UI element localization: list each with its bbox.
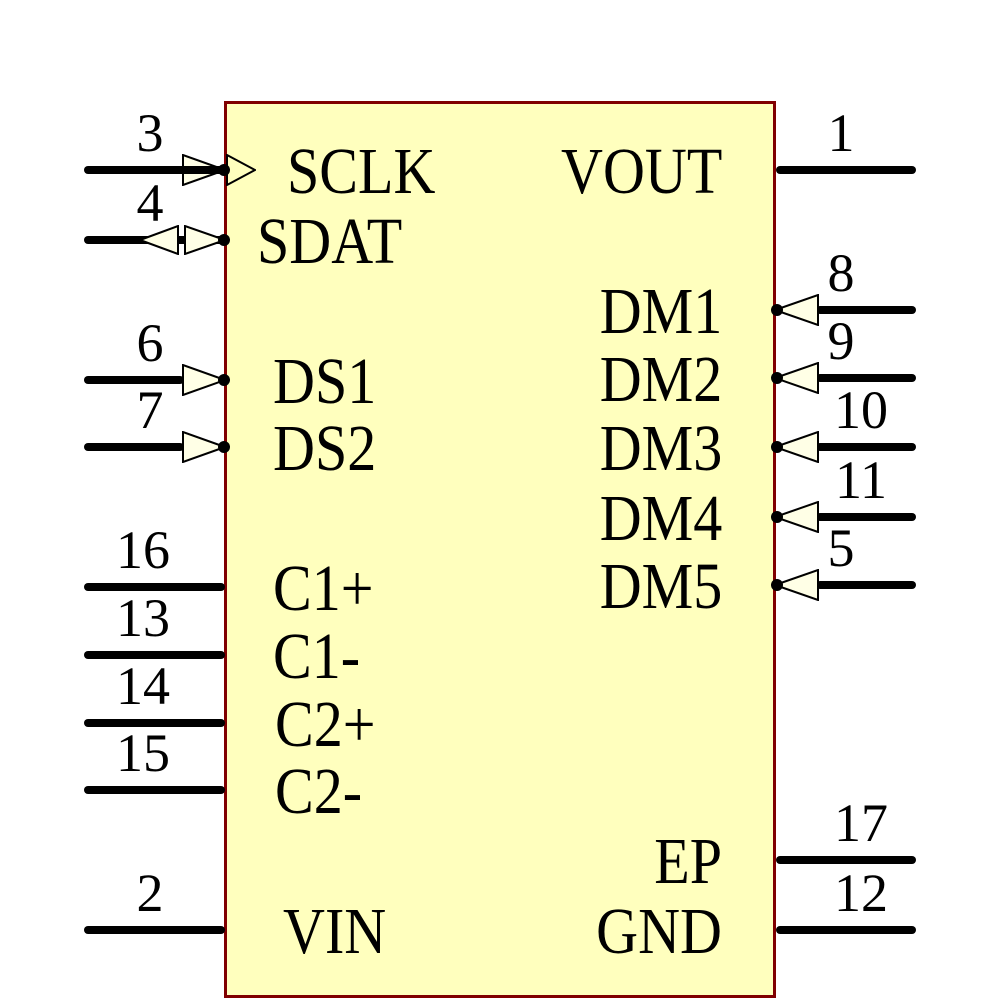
pin-12-label: GND xyxy=(596,895,722,968)
pin-2-number: 2 xyxy=(136,863,164,923)
pin-15-label: C2- xyxy=(275,755,363,828)
pin-5-input-arrow-icon xyxy=(774,569,819,601)
pin-11-label: DM4 xyxy=(599,482,722,555)
pin-13-label: C1- xyxy=(273,620,361,693)
pin-7-number: 7 xyxy=(136,380,164,440)
pin-17-wire xyxy=(776,856,916,864)
pin-10-connection-dot xyxy=(771,441,783,453)
pin-13-wire xyxy=(84,651,225,659)
pin-4-label: SDAT xyxy=(257,205,403,278)
pin-8-input-arrow-icon xyxy=(774,294,819,326)
pin-7-connection-dot xyxy=(218,441,230,453)
pin-11-wire xyxy=(816,513,916,521)
pin-3-label: SCLK xyxy=(287,135,436,208)
pin-15-number: 15 xyxy=(116,723,170,783)
pin-1-wire xyxy=(776,166,916,174)
pin-6-input-arrow-icon xyxy=(182,364,226,396)
pin-5-wire xyxy=(816,581,916,589)
pin-11-input-arrow-icon xyxy=(774,501,819,533)
pin-14-label: C2+ xyxy=(275,688,376,761)
pin-5-number: 5 xyxy=(827,518,855,578)
pin-11-number: 11 xyxy=(835,450,887,510)
pin-3-wire xyxy=(84,166,225,174)
pin-10-label: DM3 xyxy=(599,412,722,485)
pin-7-label: DS2 xyxy=(273,412,377,485)
pin-7-wire xyxy=(84,443,184,451)
pin-14-number: 14 xyxy=(116,656,170,716)
pin-5-connection-dot xyxy=(771,579,783,591)
pin-5-label: DM5 xyxy=(599,550,722,623)
pin-9-wire xyxy=(816,374,916,382)
pin-9-connection-dot xyxy=(771,372,783,384)
pin-12-wire xyxy=(776,926,916,934)
pin-8-label: DM1 xyxy=(599,275,722,348)
pin-11-connection-dot xyxy=(771,511,783,523)
pin-4-right-arrow-icon xyxy=(184,225,226,255)
pin-6-label: DS1 xyxy=(273,345,377,418)
pin-6-wire xyxy=(84,376,184,384)
pin-10-input-arrow-icon xyxy=(774,431,819,463)
pin-1-number: 1 xyxy=(827,103,855,163)
pin-1-label: VOUT xyxy=(560,135,722,208)
pin-2-label: VIN xyxy=(283,895,387,968)
pin-3-connection-dot xyxy=(218,164,230,176)
pin-16-wire xyxy=(84,583,225,591)
pin-9-label: DM2 xyxy=(599,343,722,416)
pin-14-wire xyxy=(84,719,225,727)
pin-7-input-arrow-icon xyxy=(182,431,226,463)
pin-3-inner-arrow-icon xyxy=(226,154,256,186)
pin-6-number: 6 xyxy=(136,313,164,373)
pin-4-connection-dot xyxy=(218,234,230,246)
pin-8-number: 8 xyxy=(827,243,855,303)
pin-8-wire xyxy=(816,306,916,314)
pin-8-connection-dot xyxy=(771,304,783,316)
pin-16-label: C1+ xyxy=(273,552,374,625)
pin-10-number: 10 xyxy=(834,380,888,440)
pin-16-number: 16 xyxy=(116,520,170,580)
pin-17-number: 17 xyxy=(834,793,888,853)
pin-9-number: 9 xyxy=(827,311,855,371)
pin-10-wire xyxy=(816,443,916,451)
pin-4-left-arrow-icon xyxy=(139,225,179,255)
pin-17-label: EP xyxy=(654,825,722,898)
pin-15-wire xyxy=(84,786,225,794)
pin-4-number: 4 xyxy=(136,173,164,233)
pin-3-number: 3 xyxy=(136,103,164,163)
chip-body xyxy=(224,101,776,998)
pin-13-number: 13 xyxy=(116,588,170,648)
pin-9-input-arrow-icon xyxy=(774,362,819,394)
pin-12-number: 12 xyxy=(834,863,888,923)
pin-2-wire xyxy=(84,926,225,934)
pin-6-connection-dot xyxy=(218,374,230,386)
